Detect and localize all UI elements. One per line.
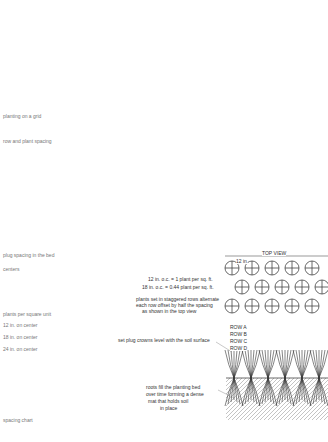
note-label: 18 in. on center	[3, 334, 37, 340]
note-label: spacing chart	[3, 417, 33, 423]
soil-bed	[226, 378, 328, 420]
note-label: over time forming a dense	[146, 391, 204, 397]
note-label: 24 in. on center	[3, 346, 37, 352]
note-label: set plug crowns level with the soil surf…	[118, 337, 210, 343]
note-label: 18 in. o.c. = 0.44 plant per sq. ft.	[142, 284, 214, 290]
note-label: as shown in the top view	[142, 308, 196, 314]
note-label: centers	[3, 266, 19, 272]
note-label: plants per square unit	[3, 311, 51, 317]
note-label: 12 in.	[236, 258, 248, 264]
note-label: ROW D	[230, 345, 247, 351]
note-label: plug spacing in the bed	[3, 252, 54, 258]
top-view-grid	[225, 261, 328, 313]
note-label: in place	[160, 405, 177, 411]
note-label: ROW C	[230, 338, 247, 344]
note-label: ROW B	[230, 331, 247, 337]
note-label: 12 in. o.c. = 1 plant per sq. ft.	[148, 276, 213, 282]
note-label: planting on a grid	[3, 113, 41, 119]
note-label: mat that holds soil	[148, 398, 188, 404]
note-label: 12 in. on center	[3, 322, 37, 328]
note-label: ROW A	[230, 324, 247, 330]
note-label: roots fill the planting bed	[146, 384, 200, 390]
note-label: TOP VIEW	[262, 250, 286, 256]
note-label: row and plant spacing	[3, 138, 52, 144]
plant-side-view	[225, 350, 328, 406]
